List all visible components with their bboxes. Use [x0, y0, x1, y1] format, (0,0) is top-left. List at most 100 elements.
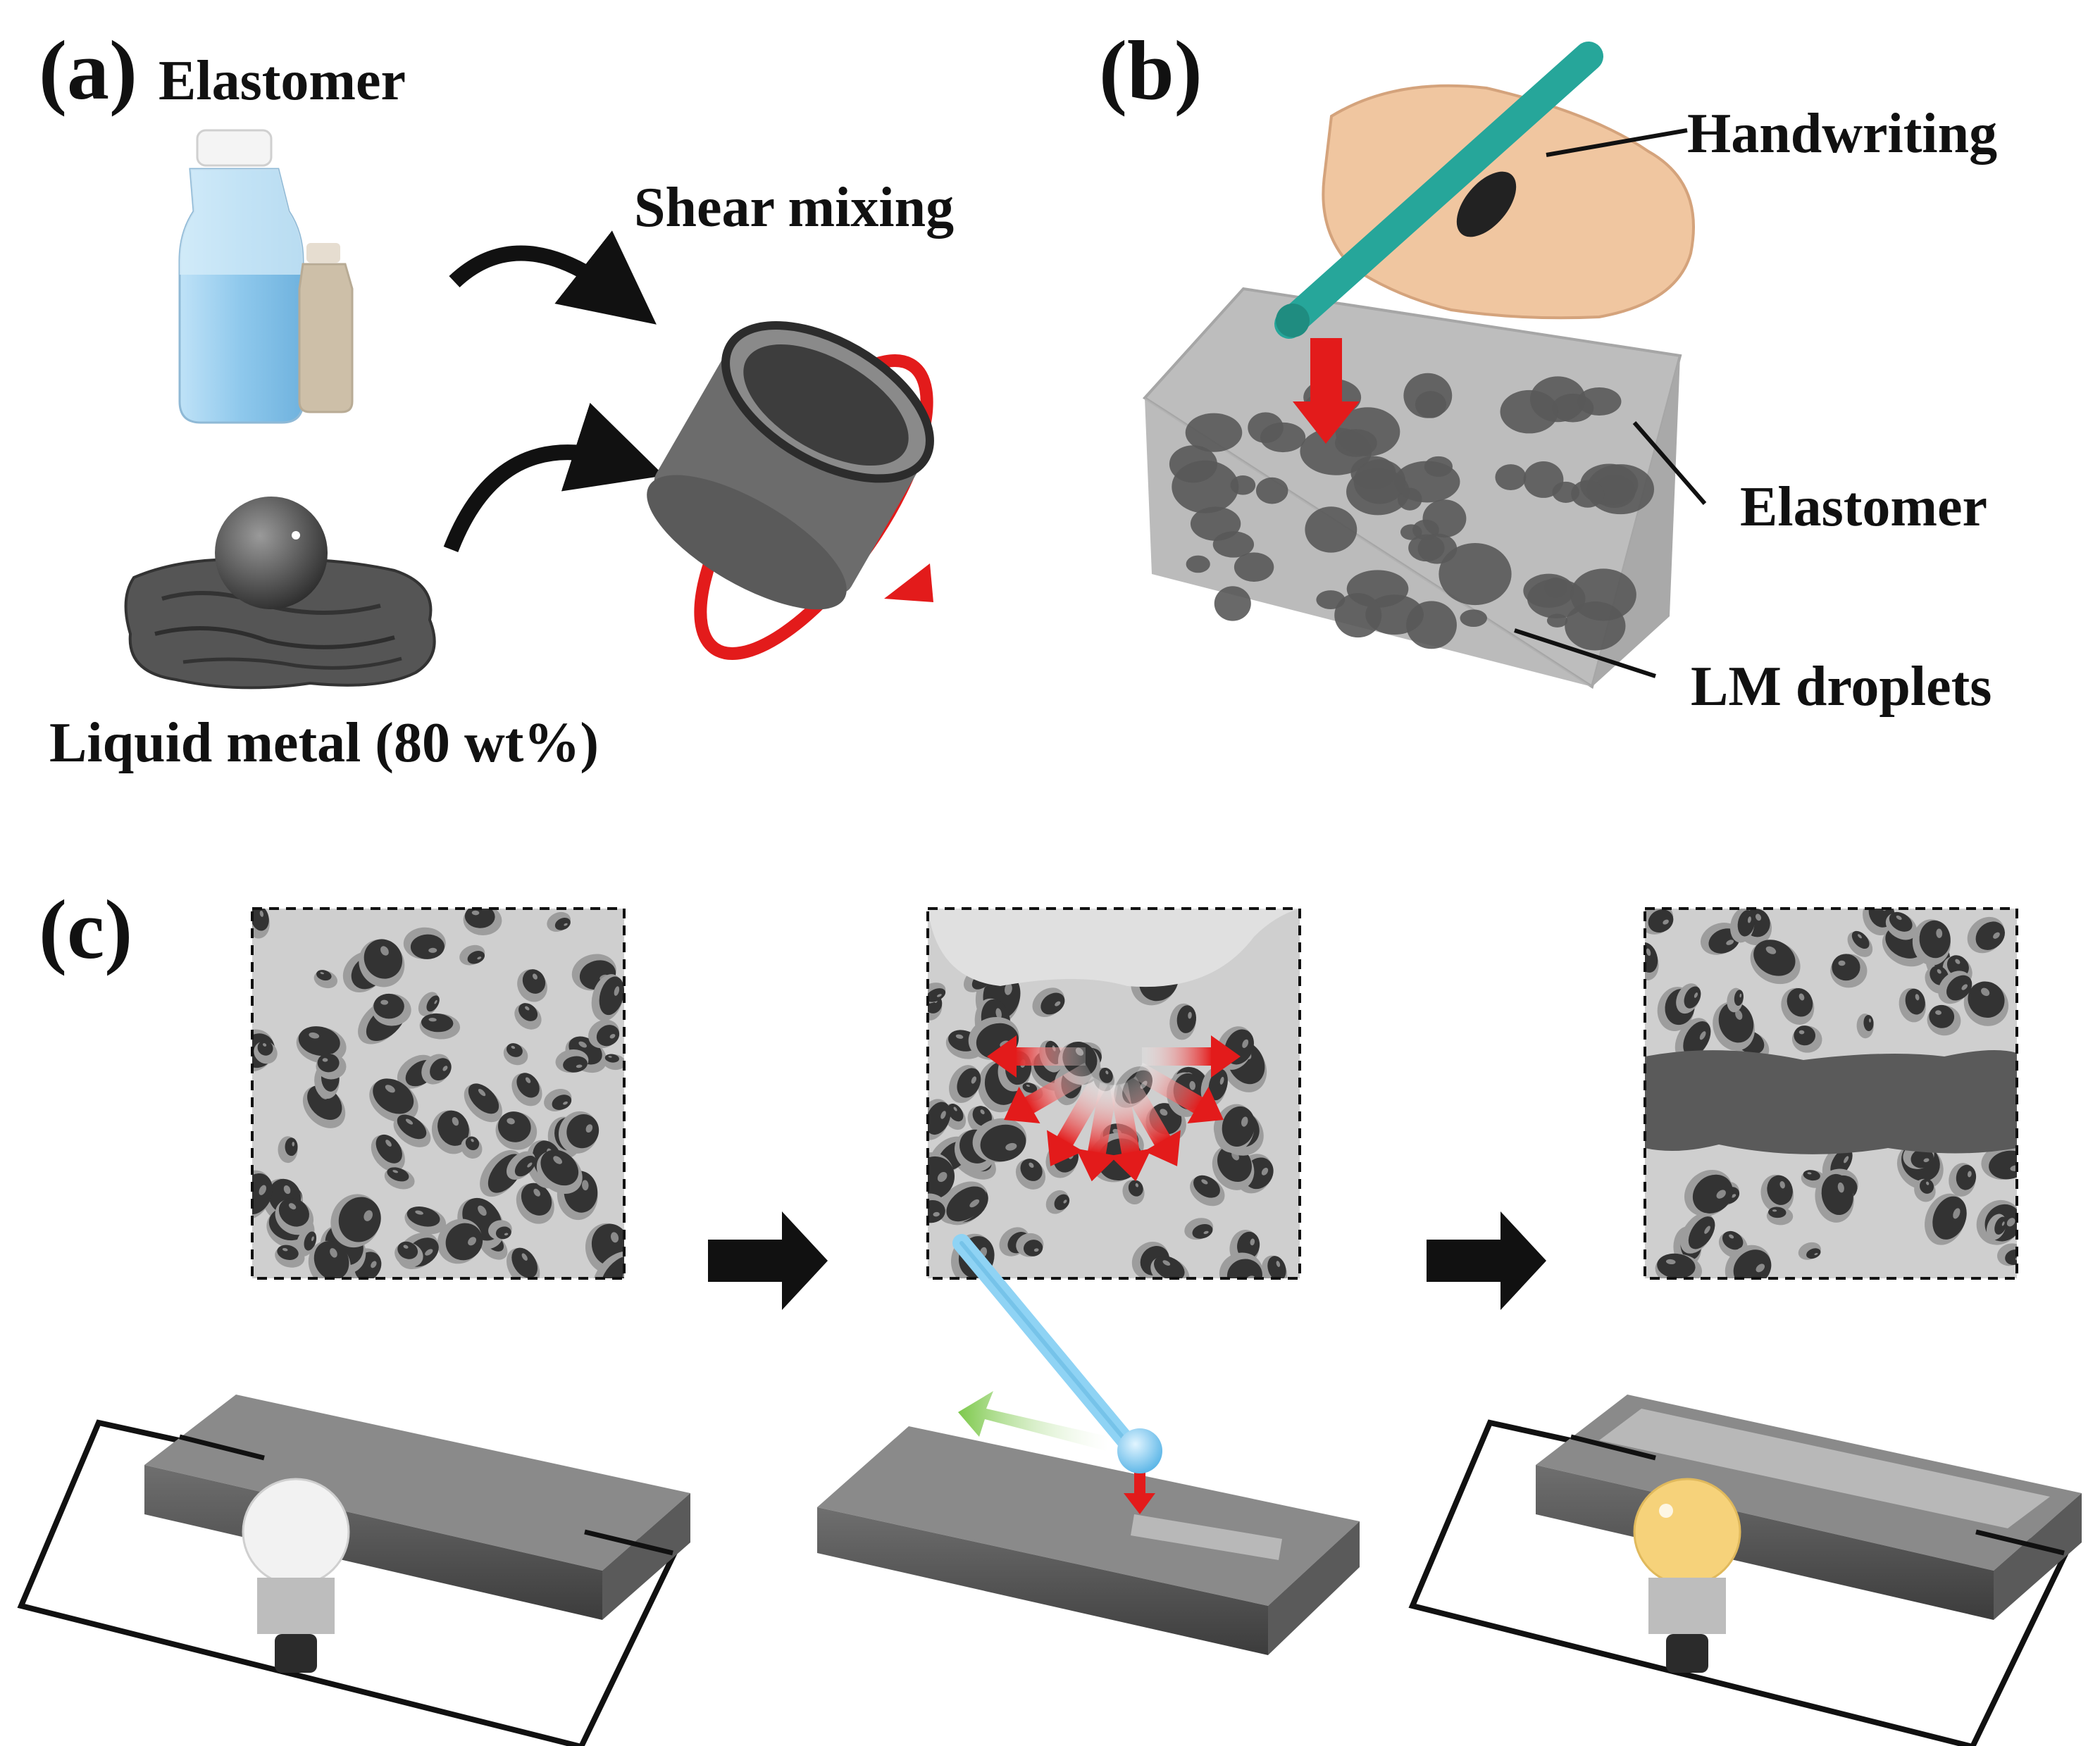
lm-droplet: [1040, 992, 1065, 1015]
lm-droplet: [1353, 459, 1406, 504]
droplet-highlight: [434, 999, 437, 1004]
droplet-highlight: [1935, 1010, 1942, 1015]
droplet-highlight: [1936, 928, 1943, 938]
lm-droplet: [554, 917, 571, 930]
lm-droplet: [1176, 1005, 1197, 1033]
droplet-highlight: [971, 1076, 977, 1084]
lm-droplet: [522, 969, 546, 994]
droplet-highlight: [428, 1018, 437, 1022]
lm-droplet: [1851, 930, 1870, 949]
droplet-highlight: [1219, 1076, 1224, 1085]
lm-droplet: [285, 1137, 298, 1156]
lm-droplet: [1767, 1175, 1793, 1205]
lm-droplet: [1255, 477, 1288, 504]
lm-droplet: [1645, 942, 1658, 973]
droplet-highlight: [1029, 1162, 1034, 1168]
lm-droplet: [1267, 1256, 1286, 1278]
droplet-highlight: [1858, 934, 1862, 939]
droplet-highlight: [581, 1180, 589, 1191]
lm-droplet: [1546, 613, 1568, 628]
lm-droplet: [468, 1083, 499, 1114]
droplet-highlight: [953, 1106, 957, 1111]
droplet-highlight: [933, 1211, 940, 1217]
droplet-highlight: [1005, 983, 1012, 995]
lm-droplet: [1023, 1240, 1043, 1257]
lm-droplet: [495, 1226, 511, 1240]
curved-arrow-bottom: [443, 402, 664, 552]
lm-droplet: [1718, 1002, 1754, 1043]
lm-droplet: [1172, 460, 1239, 513]
hardener-bottle-small: [298, 243, 354, 413]
lm-droplet: [430, 1058, 452, 1081]
droplet-highlight: [1755, 913, 1762, 921]
lm-droplet: [1212, 531, 1255, 558]
droplet-highlight: [940, 1111, 946, 1119]
lm-droplet: [1365, 594, 1424, 635]
droplet-highlight: [428, 947, 437, 953]
lm-droplet: [1237, 1231, 1260, 1259]
droplet-highlight: [564, 923, 568, 926]
droplet-highlight: [283, 1185, 291, 1195]
label-elastomer-a: Elastomer: [159, 50, 406, 112]
droplet-highlight: [1663, 919, 1669, 925]
lm-droplet: [516, 1073, 540, 1098]
flow-arrow: [1047, 1076, 1108, 1166]
lm-droplet: [601, 1255, 624, 1278]
droplet-highlight: [1798, 993, 1805, 1001]
droplet-highlight: [532, 973, 538, 980]
droplet-highlight: [322, 1058, 328, 1062]
flow-arrow: [1110, 1083, 1152, 1182]
lm-droplet: [928, 1199, 945, 1223]
handwriting-leader: [1546, 128, 1688, 157]
droplet-highlight: [1026, 1084, 1030, 1087]
lm-droplet: [1153, 1256, 1185, 1278]
lm-droplet: [1186, 555, 1210, 573]
droplet-highlight: [576, 1064, 583, 1068]
lm-droplet: [1214, 586, 1251, 621]
lm-droplet: [421, 1013, 454, 1033]
droplet-highlight: [1844, 1156, 1849, 1164]
lm-droplet: [375, 1134, 402, 1164]
droplet-highlight: [330, 1248, 337, 1258]
lm-droplet: [1968, 981, 2005, 1018]
droplet-highlight: [955, 1034, 964, 1039]
droplet-highlight: [995, 1008, 1002, 1019]
droplet-highlight: [1135, 1183, 1139, 1187]
droplet-highlight: [403, 1245, 409, 1249]
lm-droplet: [1803, 1170, 1820, 1181]
panel-label-a: (a): [39, 23, 137, 117]
droplet-highlight: [1646, 948, 1651, 956]
lm-droplet: [1185, 413, 1243, 452]
mixing-cup: [647, 321, 934, 660]
droplet-highlight: [1063, 1199, 1067, 1204]
lm-droplet: [506, 1043, 523, 1057]
droplet-highlight: [1772, 1209, 1777, 1212]
panel-label-c: (c): [39, 883, 133, 976]
droplet-highlight: [525, 1077, 531, 1083]
lm-droplet: [1192, 1223, 1213, 1239]
droplet-highlight: [309, 1032, 320, 1039]
lm-droplet: [1722, 1230, 1744, 1250]
lm-droplet: [521, 1183, 552, 1216]
droplet-highlight: [1739, 993, 1742, 998]
droplet-highlight: [477, 956, 482, 960]
droplet-highlight: [282, 1248, 288, 1252]
droplet-highlight: [468, 1237, 477, 1246]
droplet-highlight: [1915, 994, 1920, 1001]
microstructure-inset-trace: [1644, 907, 2018, 1280]
lm-droplet: [540, 1149, 579, 1186]
flow-arrow: [1133, 1062, 1224, 1123]
lm-droplet: [1919, 920, 1951, 959]
droplet-highlight: [1955, 959, 1961, 964]
droplet-highlight: [610, 1232, 619, 1243]
droplet-highlight: [311, 1236, 314, 1242]
droplet-highlight: [1694, 992, 1698, 998]
droplet-highlight: [1814, 1252, 1818, 1256]
lm-droplet: [596, 1025, 620, 1047]
droplet-highlight: [609, 1033, 616, 1039]
process-arrow-2: [1427, 1211, 1546, 1310]
droplet-highlight: [1869, 1018, 1871, 1023]
lm-droplet: [465, 1136, 480, 1151]
droplet-highlight: [1756, 1264, 1765, 1273]
lm-droplet: [1305, 506, 1357, 553]
